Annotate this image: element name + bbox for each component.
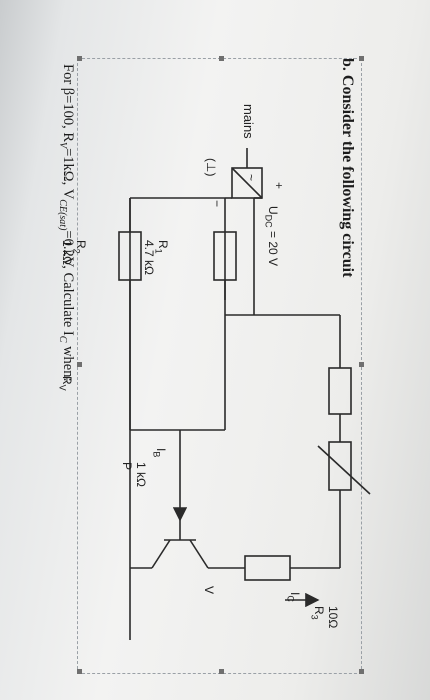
label-udc: UDC = 20 V	[263, 206, 280, 267]
label-r3: R3	[309, 606, 326, 620]
transistor-collector	[189, 539, 209, 569]
rv-resistor	[328, 367, 352, 415]
label-p-value: 1 kΩ	[134, 462, 148, 487]
question-text: For β=100, RV=1kΩ, VCE(sat)=0.2V, Calcul…	[57, 64, 76, 382]
label-r3-value: 10Ω	[326, 606, 340, 629]
label-minus: −	[210, 200, 224, 208]
label-ground: (⊥)	[204, 158, 218, 177]
label-ib: IB	[151, 448, 168, 458]
label-r1: R1	[153, 240, 170, 254]
label-ac-symbol: ~	[244, 174, 258, 182]
p-wiper-arrow	[317, 445, 371, 495]
label-v: V	[202, 586, 216, 595]
supply-diagonal	[231, 167, 263, 199]
label-p: P	[120, 462, 134, 471]
label-plus: +	[272, 182, 286, 190]
label-r1-value: 4.7 kΩ	[142, 240, 156, 275]
label-mains: mains	[241, 104, 256, 139]
transistor-emitter	[151, 539, 171, 569]
label-ic: IC	[285, 592, 302, 602]
